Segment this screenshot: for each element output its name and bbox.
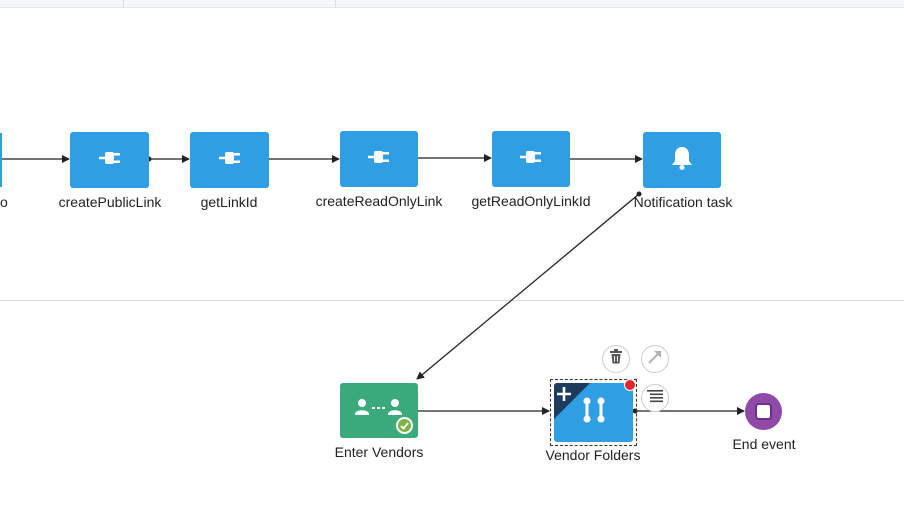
node-properties-button[interactable] — [641, 384, 669, 412]
create-public-link-label: createPublicLink — [58, 194, 162, 210]
header-divider — [123, 0, 124, 7]
get-link-id-node[interactable] — [190, 132, 269, 188]
create-read-only-link-node[interactable] — [340, 131, 418, 187]
previous-task-node[interactable] — [0, 133, 2, 187]
stop-icon — [755, 403, 772, 420]
vendor-folders-node[interactable] — [554, 383, 633, 442]
end-event-node[interactable] — [745, 393, 782, 430]
previous-task-label: o — [0, 194, 8, 210]
create-read-only-link-label: createReadOnlyLink — [315, 193, 443, 209]
error-indicator — [624, 379, 636, 391]
trash-icon — [609, 349, 623, 369]
header-divider — [335, 0, 336, 7]
get-read-only-link-id-node[interactable] — [492, 131, 570, 187]
flow-notification-to-enter-vendors — [416, 193, 640, 380]
vendor-folders-label: Vendor Folders — [545, 447, 641, 463]
list-icon — [647, 389, 663, 408]
subprocess-icon — [581, 396, 607, 429]
plug-icon — [217, 149, 243, 172]
plug-icon — [366, 148, 392, 171]
end-event-label: End event — [732, 436, 796, 452]
selection-outline — [550, 379, 637, 446]
users-connect-icon — [354, 397, 404, 424]
create-public-link-node[interactable] — [70, 132, 149, 188]
delete-node-button[interactable] — [602, 345, 630, 373]
subprocess-corner — [554, 383, 590, 419]
connect-node-button[interactable] — [641, 345, 669, 373]
plug-icon — [97, 149, 123, 172]
get-link-id-label: getLinkId — [200, 194, 258, 210]
completed-check-icon — [396, 417, 413, 434]
notification-task-node[interactable] — [643, 132, 721, 188]
enter-vendors-label: Enter Vendors — [334, 444, 424, 460]
plug-icon — [518, 148, 544, 171]
notification-task-label: Notification task — [633, 194, 733, 210]
get-read-only-link-id-label: getReadOnlyLinkId — [471, 193, 591, 209]
bell-icon — [670, 145, 694, 176]
arrow-icon — [647, 349, 663, 370]
enter-vendors-node[interactable] — [340, 383, 418, 438]
swimlane-divider — [0, 300, 904, 301]
canvas-header-strip — [0, 0, 904, 8]
